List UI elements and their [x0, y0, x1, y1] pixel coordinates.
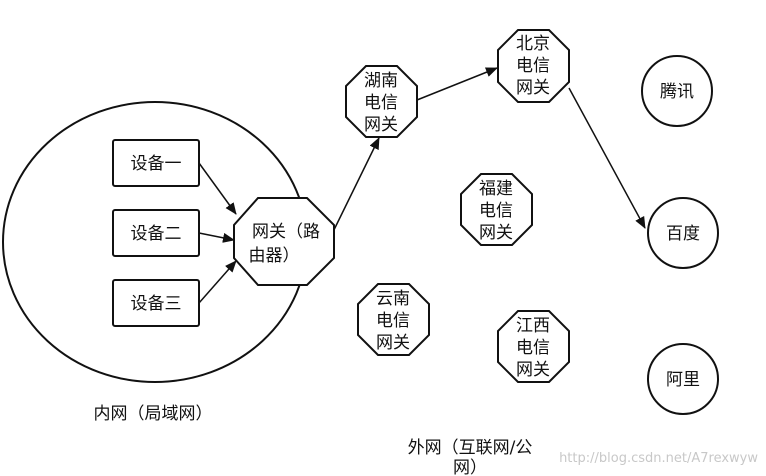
- hunan-label-3: 网关: [364, 115, 398, 135]
- jiangxi-label-1: 江西: [516, 316, 550, 336]
- yunnan-label-3: 网关: [376, 333, 410, 353]
- lan-caption: 内网（局域网）: [94, 404, 213, 424]
- edge-device1-router: [198, 162, 237, 215]
- device-1-label: 设备一: [131, 154, 182, 174]
- fujian-label-3: 网关: [479, 223, 513, 243]
- tencent-node-circle: 腾讯: [641, 55, 713, 127]
- wan-caption-line1: 外网（互联网/公: [408, 438, 533, 458]
- edge-beijing-baidu: [568, 87, 646, 229]
- jiangxi-label-2: 电信: [516, 338, 550, 358]
- jiangxi-label-3: 网关: [516, 360, 550, 380]
- wan-caption-line2: 网）: [453, 458, 487, 476]
- edge-hunan-beijing: [416, 67, 498, 101]
- router-label-line2: 由器）: [249, 246, 300, 266]
- yunnan-label-2: 电信: [376, 311, 410, 331]
- edge-device2-router: [198, 232, 235, 243]
- device-3-label: 设备三: [131, 294, 182, 314]
- fujian-label-1: 福建: [479, 179, 513, 199]
- beijing-label-3: 网关: [516, 78, 550, 98]
- device-2-label: 设备二: [131, 224, 182, 244]
- device-2-box: 设备二: [112, 209, 200, 257]
- edge-router-hunan: [329, 137, 380, 239]
- fujian-label-2: 电信: [479, 201, 513, 221]
- tencent-label: 腾讯: [660, 82, 694, 102]
- router-gateway-octagon: 网关（路 由器）: [233, 197, 335, 286]
- beijing-label-2: 电信: [516, 56, 550, 76]
- hunan-label-2: 电信: [364, 93, 398, 113]
- jiangxi-gateway-octagon: 江西 电信 网关: [497, 310, 570, 383]
- yunnan-gateway-octagon: 云南 电信 网关: [357, 283, 430, 356]
- baidu-label: 百度: [666, 224, 700, 244]
- yunnan-label-1: 云南: [376, 289, 410, 309]
- fujian-gateway-octagon: 福建 电信 网关: [460, 173, 533, 246]
- device-1-box: 设备一: [112, 139, 200, 187]
- router-label-line1: 网关（路: [252, 222, 320, 242]
- baidu-node-circle: 百度: [647, 197, 719, 269]
- hunan-gateway-octagon: 湖南 电信 网关: [345, 65, 418, 138]
- beijing-label-1: 北京: [516, 34, 550, 54]
- edge-device3-router: [198, 260, 237, 304]
- hunan-label-1: 湖南: [364, 71, 398, 91]
- alibaba-label: 阿里: [666, 370, 700, 390]
- device-3-box: 设备三: [112, 279, 200, 327]
- watermark-text: http://blog.csdn.net/A7rexwyw: [559, 451, 758, 466]
- alibaba-node-circle: 阿里: [647, 343, 719, 415]
- beijing-gateway-octagon: 北京 电信 网关: [497, 29, 570, 103]
